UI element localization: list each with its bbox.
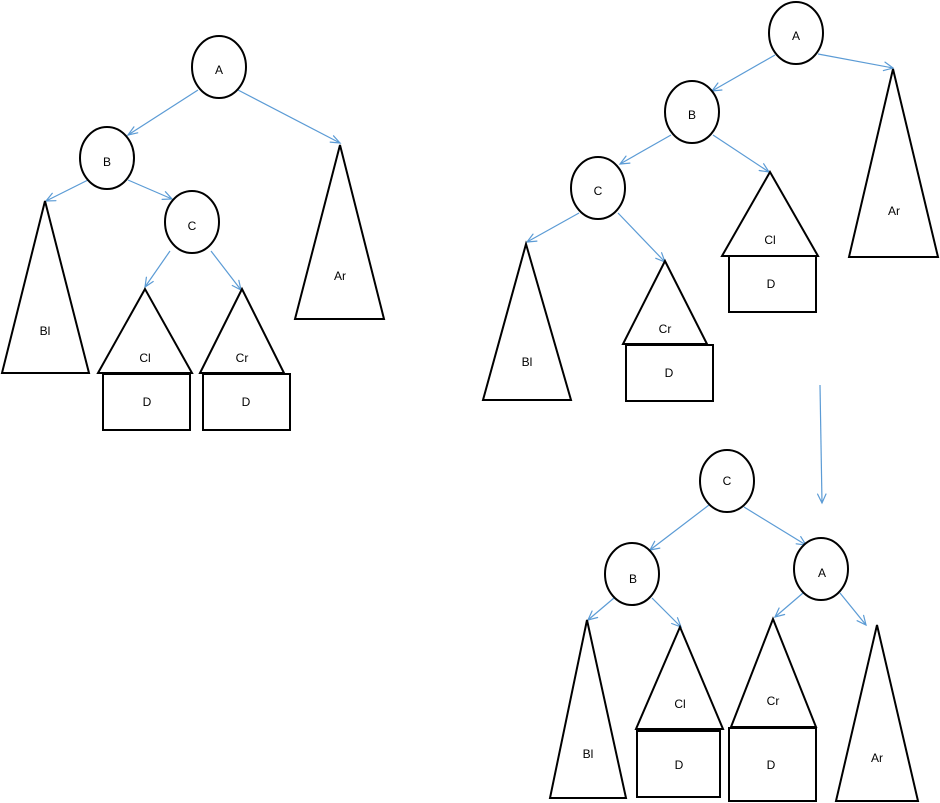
node-b [604, 542, 660, 606]
tree-balanced: C B A Bl Cl Cr Ar D D [548, 449, 920, 802]
subtree-bl [0, 200, 91, 374]
node-c-label: C [188, 219, 197, 233]
depth-box-d [636, 730, 721, 798]
node-a [793, 537, 849, 601]
node-c [570, 156, 626, 220]
subtree-cr-label: Cr [767, 694, 780, 708]
node-a-label: A [792, 29, 800, 43]
edge-c-to-cr [210, 250, 242, 291]
subtree-cl [634, 624, 725, 730]
depth-box-d-label: D [767, 277, 776, 291]
edge-a-to-cr [774, 592, 804, 618]
subtree-ar-label: Ar [334, 269, 346, 283]
subtree-ar [834, 624, 920, 802]
node-b-label: B [688, 108, 696, 122]
depth-box-d-label: D [675, 758, 684, 772]
arrowhead [329, 135, 342, 144]
subtree-ar [293, 144, 386, 320]
subtree-cr [729, 616, 818, 728]
subtree-ar-label: Ar [888, 204, 900, 218]
arrowhead [525, 233, 538, 243]
tree-after-first-rotation-edges [525, 53, 895, 264]
arrowhead [816, 493, 827, 505]
depth-box-d-label: D [665, 366, 674, 380]
depth-box-d [625, 344, 714, 402]
node-c-label: C [594, 184, 603, 198]
tree-original-edges [44, 89, 342, 292]
arrowhead [161, 191, 174, 200]
arrowhead [618, 155, 631, 165]
node-a [768, 1, 824, 65]
node-a-label: A [818, 566, 826, 580]
edge-a-to-b [711, 54, 776, 92]
edge-b-to-bl [587, 597, 615, 621]
edge-b-to-c [127, 179, 173, 200]
transition-arrow-line [819, 384, 823, 504]
subtree-bl [481, 240, 573, 401]
subtree-cr-label: Cr [236, 351, 249, 365]
depth-box-d [728, 727, 817, 802]
edge-c-to-cl [144, 250, 171, 288]
node-b-label: B [629, 572, 637, 586]
edge-b-to-cl [712, 134, 770, 173]
depth-box-d-label: D [242, 395, 251, 409]
node-b-label: B [103, 155, 111, 169]
tree-balanced-edges [586, 504, 867, 629]
subtree-cl-label: Cl [764, 233, 775, 247]
edge-b-to-cl [651, 597, 682, 628]
node-c [699, 449, 755, 513]
subtree-bl-label: Bl [583, 747, 594, 761]
subtree-cl-label: Cl [674, 697, 685, 711]
arrowhead [710, 82, 723, 92]
depth-box-d [728, 255, 817, 313]
arrowhead [758, 163, 771, 173]
node-b [79, 126, 135, 190]
arrowhead [773, 607, 786, 618]
subtree-cr-label: Cr [659, 322, 672, 336]
subtree-bl-label: Bl [40, 324, 51, 338]
node-b [664, 80, 720, 144]
node-a [191, 35, 247, 99]
subtree-cl-label: Cl [139, 351, 150, 365]
edge-a-to-ar [237, 89, 341, 144]
edge-c-to-b [649, 504, 710, 551]
depth-box-d-label: D [143, 395, 152, 409]
edge-b-to-c [619, 134, 672, 165]
node-a-label: A [215, 63, 223, 77]
edge-c-to-bl [526, 212, 580, 243]
edge-a-to-ar [839, 592, 867, 626]
edge-b-to-bl [45, 179, 89, 202]
subtree-ar [847, 68, 940, 258]
edge-a-to-b [127, 89, 199, 136]
subtree-bl [548, 619, 628, 799]
tree-after-first-rotation: A B C Bl Cr Cl Ar D D [481, 1, 940, 402]
arrowhead [126, 126, 139, 136]
subtree-ar-label: Ar [871, 751, 883, 765]
edge-c-to-cr [617, 212, 666, 263]
node-c-label: C [723, 474, 732, 488]
depth-box-d [202, 373, 291, 431]
node-c [164, 190, 220, 254]
depth-box-d-label: D [767, 758, 776, 772]
depth-box-d [102, 373, 191, 431]
subtree-bl-label: Bl [522, 355, 533, 369]
arrowhead [882, 61, 895, 72]
tree-original: A B C Bl Cl Cr Ar D D [0, 35, 386, 431]
transition-arrow [816, 384, 827, 505]
edge-a-to-ar [817, 53, 894, 69]
edge-c-to-a [743, 506, 807, 546]
arrowhead [856, 614, 867, 627]
